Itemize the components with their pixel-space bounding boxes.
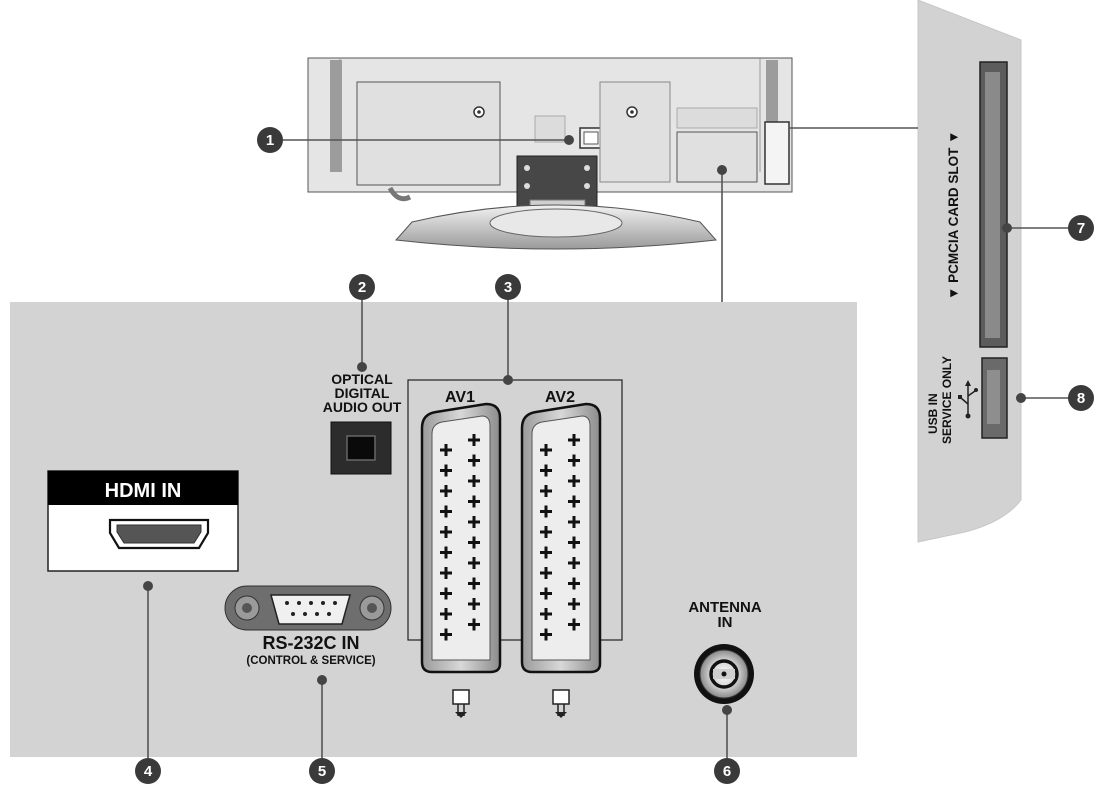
scart-pin xyxy=(440,628,452,641)
pcmcia-label: ▼ PCMCIA CARD SLOT ▼ xyxy=(946,131,961,300)
scart-pin xyxy=(440,464,452,477)
scart-pin xyxy=(468,475,480,487)
callout-number: 6 xyxy=(723,763,731,780)
scart-pin xyxy=(440,505,452,518)
callout-4: 4 xyxy=(135,758,161,784)
scart-pin xyxy=(440,526,452,538)
usb-label-line2: SERVICE ONLY xyxy=(940,356,954,444)
av1-label: AV1 xyxy=(445,389,475,406)
scart-pin xyxy=(440,567,452,579)
scart-pin xyxy=(540,608,552,620)
scart-input-icon xyxy=(552,689,570,718)
scart-pin xyxy=(568,495,580,508)
av-scart-box xyxy=(407,379,623,641)
callout-number: 8 xyxy=(1077,390,1085,407)
scart-pin xyxy=(540,444,552,456)
callout-number: 3 xyxy=(504,279,512,296)
scart-pin xyxy=(568,577,580,590)
callout-number: 1 xyxy=(266,132,274,149)
scart-pin xyxy=(468,434,480,446)
callout-number: 2 xyxy=(358,279,366,296)
hdmi-header xyxy=(48,471,238,505)
rs232c-label-line1: RS-232C IN xyxy=(262,633,359,653)
callout-number: 5 xyxy=(318,763,326,780)
tv-rear xyxy=(307,57,793,250)
optical-audio-port[interactable] xyxy=(330,421,392,475)
scart-pin xyxy=(568,434,580,446)
scart-pin xyxy=(540,587,552,600)
stand-bracket xyxy=(516,155,598,207)
optical-label-line2: DIGITAL xyxy=(335,385,390,401)
scart-pin xyxy=(468,557,480,569)
leader-lines xyxy=(147,127,1079,764)
scart-pin xyxy=(568,557,580,569)
callout-5: 5 xyxy=(309,758,335,784)
scart-pin xyxy=(468,454,480,467)
callout-7: 7 xyxy=(1068,215,1094,241)
rs232c-label-line2: (CONTROL & SERVICE) xyxy=(246,655,375,667)
scart-pin xyxy=(540,505,552,518)
tv-side-slot xyxy=(764,121,790,185)
callout-2: 2 xyxy=(349,274,375,300)
scart-input-icon xyxy=(452,689,470,718)
antenna-label-line1: ANTENNA xyxy=(688,599,761,616)
hdmi-in-label: HDMI IN xyxy=(105,480,182,502)
leader-dots xyxy=(143,135,1026,715)
scart-pin xyxy=(440,608,452,620)
scart-pin xyxy=(540,526,552,538)
scart-pin xyxy=(468,495,480,508)
callout-1: 1 xyxy=(257,127,283,153)
scart-pin xyxy=(540,485,552,497)
callout-8: 8 xyxy=(1068,385,1094,411)
antenna-port[interactable] xyxy=(694,644,754,704)
callout-3: 3 xyxy=(495,274,521,300)
hdmi-in-box: HDMI IN xyxy=(47,470,239,572)
scart-pin xyxy=(568,454,580,467)
callout-number: 4 xyxy=(144,763,153,780)
av2-pins xyxy=(540,434,580,641)
scart-pin xyxy=(468,618,480,631)
scart-pin xyxy=(440,587,452,600)
scart-pin xyxy=(468,577,480,590)
scart-pin xyxy=(568,618,580,631)
antenna-label-line2: IN xyxy=(718,614,733,631)
av1-pins xyxy=(440,434,480,641)
scart-pin xyxy=(468,598,480,610)
scart-pin xyxy=(540,567,552,579)
scart-pin xyxy=(468,536,480,549)
av1-scart-port[interactable] xyxy=(420,402,502,674)
scart-pin xyxy=(540,628,552,641)
callout-6: 6 xyxy=(714,758,740,784)
scart-pin xyxy=(568,536,580,549)
scart-pin xyxy=(540,546,552,559)
optical-label-line3: AUDIO OUT xyxy=(323,399,402,415)
usb-label-line1: USB IN xyxy=(926,393,940,434)
av2-label: AV2 xyxy=(545,389,575,406)
scart-pin xyxy=(568,516,580,528)
tv-jack-panel xyxy=(676,131,758,183)
scart-pin xyxy=(568,598,580,610)
scart-pin xyxy=(468,516,480,528)
scart-pin xyxy=(440,444,452,456)
rs232c-port[interactable] xyxy=(224,585,392,631)
av2-scart-port[interactable] xyxy=(520,402,602,674)
scart-pin xyxy=(568,475,580,487)
scart-pin xyxy=(440,546,452,559)
scart-pin xyxy=(440,485,452,497)
callout-number: 7 xyxy=(1077,220,1085,237)
usb-icon xyxy=(958,380,978,419)
tv-back-panel-left xyxy=(356,81,501,186)
scart-pin xyxy=(540,464,552,477)
optical-label-line1: OPTICAL xyxy=(331,371,393,387)
